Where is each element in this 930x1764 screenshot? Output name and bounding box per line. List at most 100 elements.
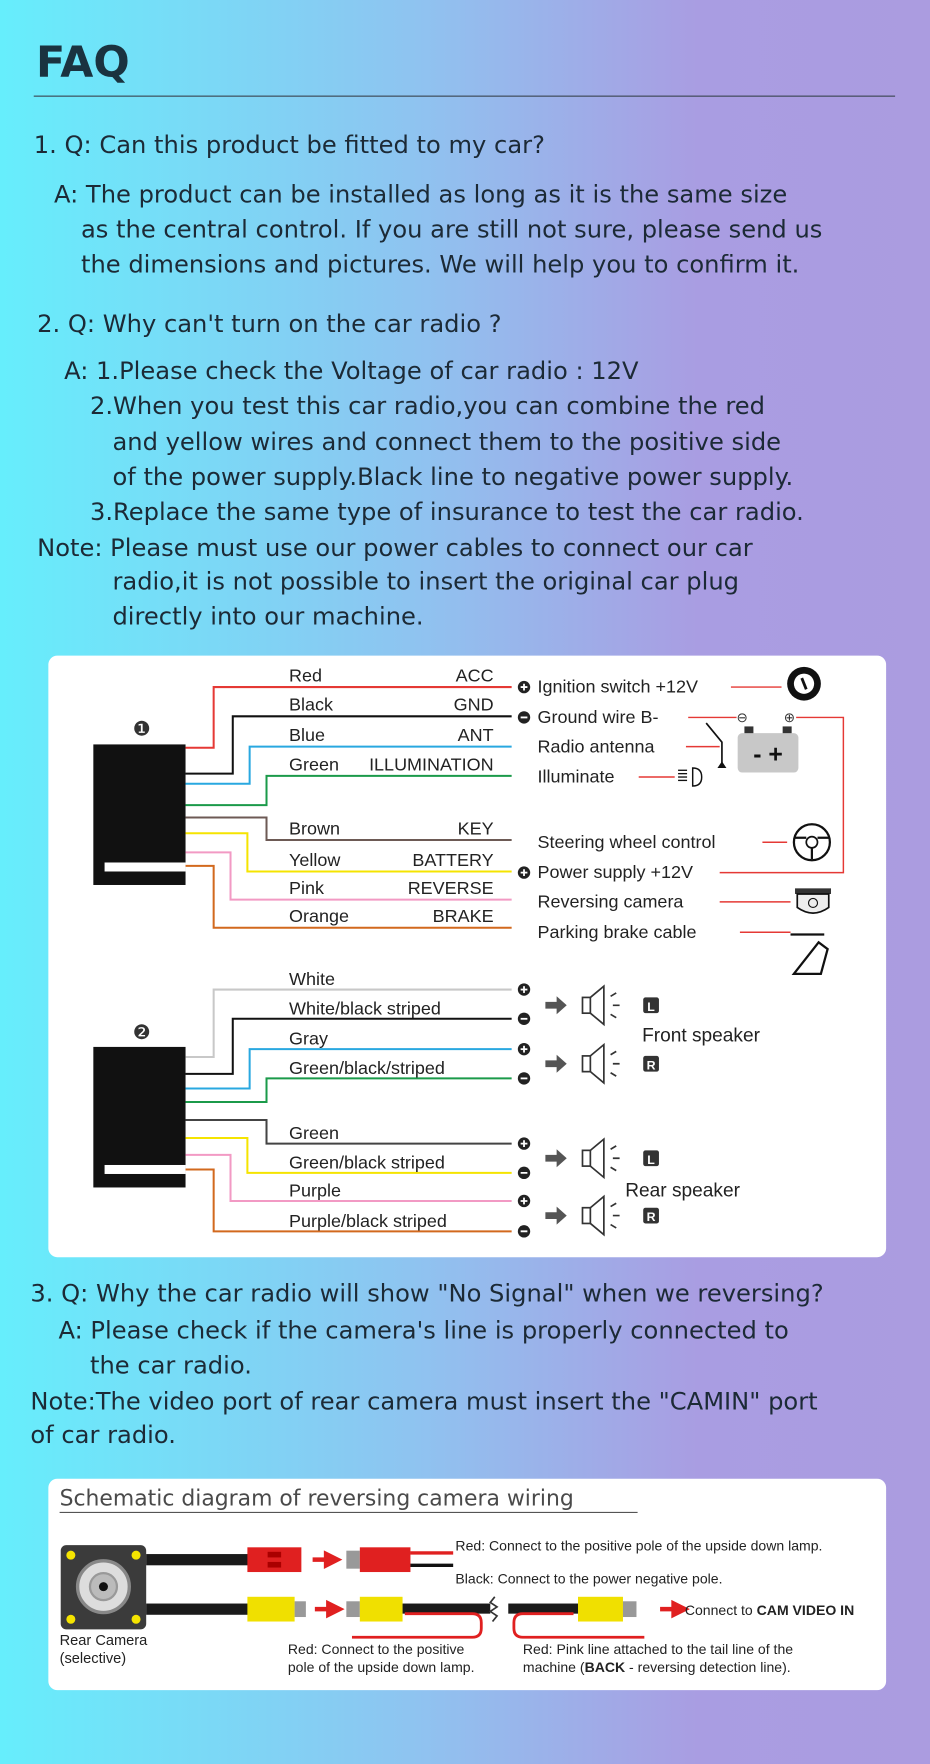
target-label: Steering wheel control [538,832,716,852]
wire-function-label: ANT [458,725,494,745]
wire-brown [185,816,512,842]
cable-break-icon [488,1596,499,1623]
channel-label: R [647,1210,656,1224]
wire-color-label: Orange [289,906,349,926]
yellow-rca-male [346,1596,403,1622]
page-title: FAQ [35,37,130,87]
svg-text:- +: - + [753,741,783,768]
answer-1-line: as the central control. If you are still… [80,216,823,245]
red-wire-note: Red: Connect to the positive pole of the… [455,1538,822,1554]
answer-1-line: A: The product can be installed as long … [53,181,788,210]
answer-3-note: Note:The video port of rear camera must … [30,1387,818,1417]
answer-3-line: A: Please check if the camera's line is … [58,1317,789,1346]
answer-3-note: of car radio. [30,1421,176,1450]
wire-function-label: REVERSE [408,878,494,898]
yellow-rca-male-end [577,1596,637,1622]
connector-tab [104,1164,186,1174]
plus-terminal-icon: ⊕ [784,710,795,725]
red-bottom-note: pole of the upside down lamp. [288,1659,475,1675]
answer-2-line: 2.When you test this car radio,you can c… [89,392,765,421]
channel-label: L [647,1153,655,1167]
connector-number: ❶ [133,718,151,740]
illumination-icon [678,767,703,787]
answer-2-note: radio,it is not possible to insert the o… [112,568,740,597]
answer-2-line: A: 1.Please check the Voltage of car rad… [64,357,639,386]
question-1: 1. Q: Can this product be fitted to my c… [33,131,545,160]
connector-block [93,1046,186,1188]
speaker-wire [185,1077,512,1104]
speaker-wire [185,988,512,1059]
answer-3-line: the car radio. [89,1351,252,1381]
speaker-wire [185,1136,512,1174]
answer-2-line: 3.Replace the same type of insurance to … [89,498,804,527]
yellow-rca-female [247,1596,306,1622]
wire-function-label: ACC [456,665,494,685]
wire-red [185,686,512,749]
speaker-wire-label: Green/black/striped [289,1058,445,1078]
rear-camera-icon [60,1545,147,1630]
speaker-wire [185,1153,512,1202]
minus-icon [517,711,531,724]
wire-function-label: BATTERY [412,850,493,870]
arrow-icon [545,1149,567,1168]
camera-label: Rear Camera [60,1633,149,1649]
answer-1-line: the dimensions and pictures. We will hel… [80,251,800,280]
battery-icon: - + [737,726,799,773]
connector-number: ❷ [133,1022,151,1044]
target-label: Ignition switch +12V [538,677,698,697]
camera-wiring-panel: Schematic diagram of reversing camera wi… [48,1478,887,1691]
wire-function-label: GND [454,695,494,715]
pink-wire [512,1612,645,1639]
wire-orange [185,864,512,929]
channel-label: L [647,1000,655,1014]
minus-icon [517,1166,531,1180]
wire-color-label: Red [289,665,322,685]
channel-badge [643,1055,659,1072]
front-speaker-label: Front speaker [642,1025,761,1046]
speaker-wire [185,1118,512,1145]
speaker-wire-label: Purple/black striped [289,1211,447,1231]
plus-icon [517,1194,531,1208]
arrow-icon [660,1599,690,1619]
arrow-icon [312,1550,343,1569]
arrow-icon [545,1206,567,1225]
speaker-wire-label: Purple [289,1180,341,1200]
steering-wheel-icon [792,823,832,862]
channel-badge [643,1150,659,1167]
minus-icon [517,1072,531,1085]
channel-label: R [647,1058,656,1072]
wire-green [185,774,512,807]
wire-color-label: Pink [289,878,325,898]
speaker-icon [581,984,620,1027]
ignition-key-icon [787,666,821,701]
camera-label: (selective) [60,1651,127,1667]
speaker-wire-label: White/black striped [289,998,441,1018]
arrow-icon [314,1599,345,1619]
connector-tab [104,862,186,872]
plus-icon [517,1042,531,1056]
speaker-icon [581,1194,620,1237]
minus-terminal-icon: ⊖ [737,710,748,725]
minus-icon [517,1225,531,1238]
question-2: 2. Q: Why can't turn on the car radio ? [37,310,502,339]
target-label: Parking brake cable [538,922,697,942]
wire-blue [185,745,512,785]
red-rca-male [346,1547,411,1573]
camera-wiring-diagram: Schematic diagram of reversing camera wi… [59,1487,854,1675]
wire-yellow [185,832,512,873]
answer-2-note: directly into our machine. [112,603,424,632]
red-wire [351,1612,483,1639]
wire-color-label: Black [289,695,334,715]
minus-icon [517,1012,531,1025]
speaker-wire-label: Gray [289,1029,328,1049]
target-label: Reversing camera [538,891,684,911]
answer-2-line: of the power supply.Black line to negati… [112,463,794,492]
plus-icon [517,983,531,996]
pink-bottom-note: machine (BACK - reversing detection line… [523,1659,791,1675]
plus-icon [517,866,531,879]
pink-bottom-note: Red: Pink line attached to the tail line… [523,1641,793,1657]
speaker-wire [185,1048,512,1090]
